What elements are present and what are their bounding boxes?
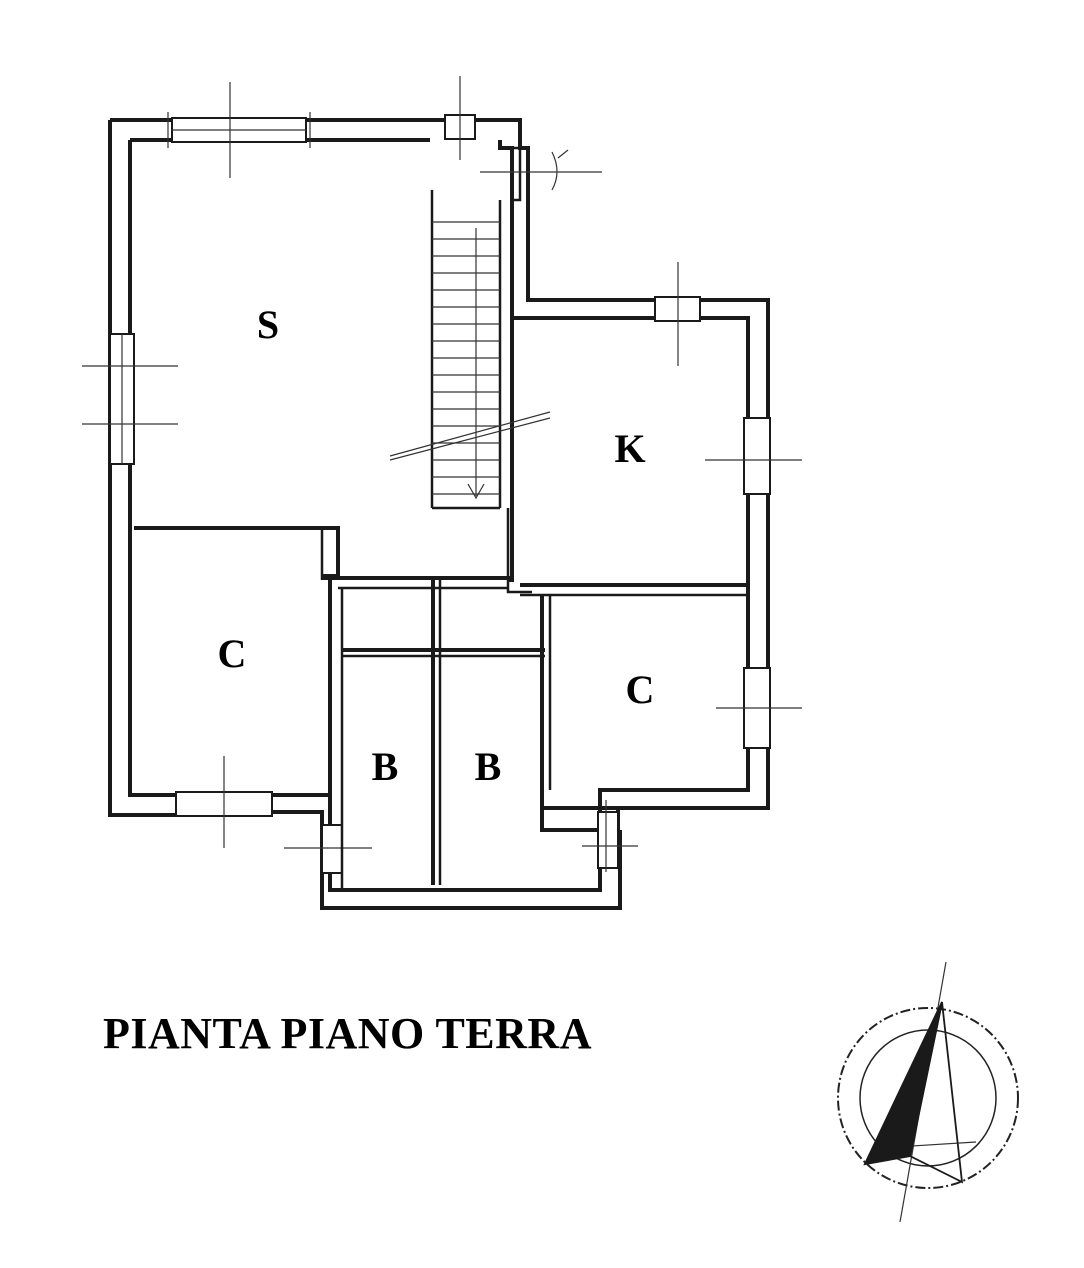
north-arrow-icon: [837, 961, 1019, 1223]
room-label-c-right: C: [626, 667, 655, 712]
room-label-b-right: B: [475, 744, 502, 789]
plan-title: PIANTA PIANO TERRA: [103, 1009, 592, 1058]
room-labels: S K C C B B: [218, 302, 655, 789]
room-label-c-left: C: [218, 631, 247, 676]
room-label-k: K: [614, 426, 645, 471]
room-label-b-left: B: [372, 744, 399, 789]
room-label-s: S: [257, 302, 279, 347]
windows: [82, 76, 802, 874]
staircase: [389, 190, 551, 510]
interior-walls: [134, 508, 748, 890]
